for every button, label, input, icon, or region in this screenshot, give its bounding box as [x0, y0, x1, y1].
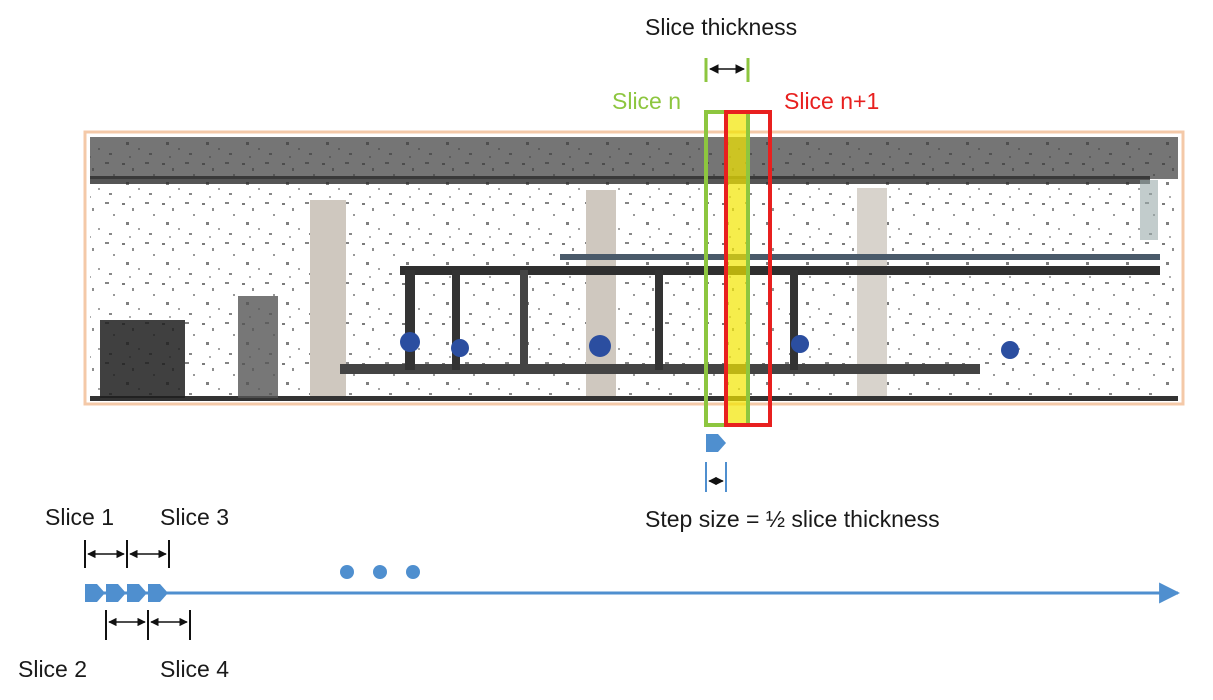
- slice-n1-box: [724, 110, 772, 427]
- valve: [791, 335, 809, 353]
- ellipsis-dot: [406, 565, 420, 579]
- valve: [451, 339, 469, 357]
- pipe: [405, 270, 415, 370]
- slice-3-label: Slice 3: [160, 504, 230, 530]
- slice-1-label: Slice 1: [45, 504, 115, 530]
- slice-step-arrow-icon: [127, 584, 147, 602]
- pipe: [90, 396, 1178, 401]
- point-cloud-image: [83, 130, 1185, 406]
- slice-step-arrow-icon: [148, 584, 168, 602]
- step-size-label: Step size = ½ slice thickness: [645, 506, 940, 532]
- duct: [90, 176, 1150, 184]
- slice-2-label: Slice 2: [18, 656, 88, 682]
- slice-4-label: Slice 4: [160, 656, 230, 682]
- door: [238, 296, 278, 398]
- cabinet: [100, 320, 185, 398]
- step-arrow-icon: [706, 434, 726, 452]
- slice-n1-label-suffix: n+1: [840, 88, 880, 114]
- ellipsis-dot: [340, 565, 354, 579]
- slice-n1-label: Slice n+1: [784, 90, 879, 113]
- slice-step-arrow-icon: [106, 584, 126, 602]
- slice-step-arrow-icon: [85, 584, 105, 602]
- valve: [1001, 341, 1019, 359]
- pipe: [452, 270, 460, 370]
- slice-n-label: Slice n: [612, 88, 682, 114]
- ellipsis-dot: [373, 565, 387, 579]
- pipe: [655, 270, 663, 370]
- slice-thickness-label: Slice thickness: [645, 14, 798, 40]
- pipe: [790, 270, 798, 370]
- ceiling-band: [90, 137, 1178, 179]
- pipe: [400, 266, 1160, 275]
- equipment: [1140, 180, 1158, 240]
- valve: [589, 335, 611, 357]
- pipe: [560, 254, 1160, 260]
- pipe: [520, 270, 528, 370]
- slice-n1-label-prefix: Slice: [784, 88, 841, 114]
- valve: [400, 332, 420, 352]
- slice-overlap-region: [728, 112, 748, 425]
